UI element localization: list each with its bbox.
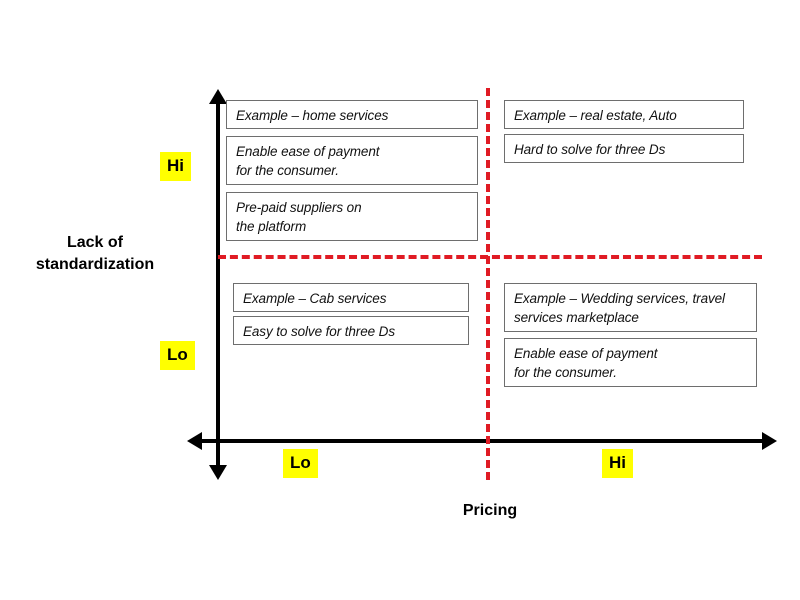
x-axis-title: Pricing [462,502,518,519]
quadrant-bottom-left-box-1: Example – Cab services [233,283,469,312]
quadrant-top-left-box-3: Pre-paid suppliers on the platform [226,192,478,241]
quadrant-top-left-box-2: Enable ease of payment for the consumer. [226,136,478,185]
quadrant-bottom-right-box-2: Enable ease of payment for the consumer. [504,338,757,387]
quadrant-top-left-box-1: Example – home services [226,100,478,129]
x-axis-hi-marker: Hi [602,449,633,478]
vertical-divider-line [486,88,490,480]
quadrant-top-right-box-1: Example – real estate, Auto [504,100,744,129]
y-axis-title: Lack of standardization [35,234,155,273]
quadrant-top-right-box-2: Hard to solve for three Ds [504,134,744,163]
quadrant-bottom-right-box-1: Example – Wedding services, travel servi… [504,283,757,332]
quadrant-bottom-left-box-2: Easy to solve for three Ds [233,316,469,345]
x-axis-lo-marker: Lo [283,449,318,478]
y-axis-hi-marker: Hi [160,152,191,181]
x-axis-line [198,439,768,443]
x-axis-right-arrow-icon [762,432,777,450]
y-axis-lo-marker: Lo [160,341,195,370]
y-axis-down-arrow-icon [209,465,227,480]
y-axis-up-arrow-icon [209,89,227,104]
horizontal-divider-line [218,255,762,259]
y-axis-line [216,100,220,470]
x-axis-left-arrow-icon [187,432,202,450]
